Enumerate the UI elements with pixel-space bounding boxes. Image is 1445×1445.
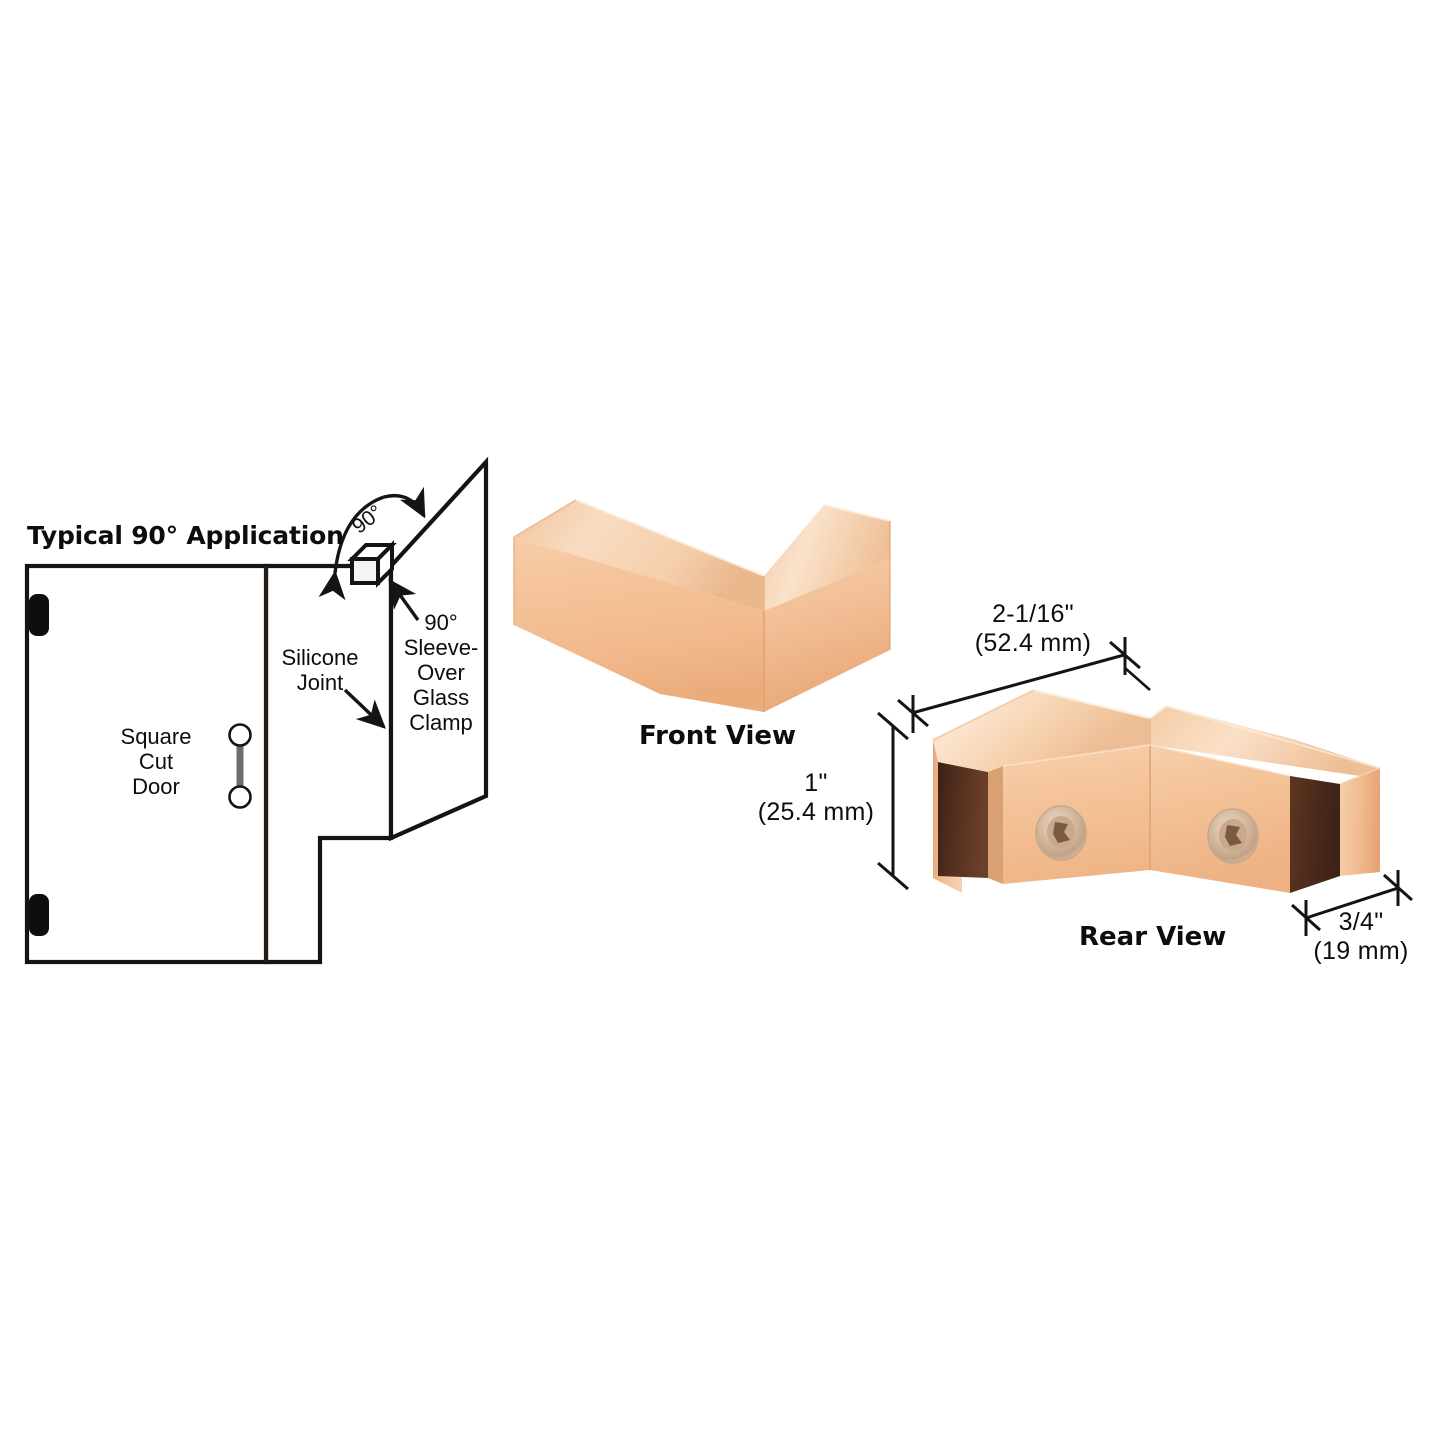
set-screw-left <box>1035 805 1087 861</box>
dimension-width-imperial: 2-1/16" <box>992 600 1074 628</box>
silicone-joint-leader <box>343 688 386 729</box>
dimension-height-imperial: 1" <box>804 769 828 797</box>
rear-view-label: Rear View <box>1079 922 1227 952</box>
dimension-width <box>897 637 1151 733</box>
dimension-width-metric: (52.4 mm) <box>974 629 1092 657</box>
dimension-width-text: 2-1/16"(52.4 mm) <box>933 600 1133 658</box>
clamp-label-line-3: Over <box>417 660 465 685</box>
silicone-label-line-1: Silicone <box>281 645 359 670</box>
door-handle <box>228 723 252 809</box>
clamp-label-line-4: Glass <box>412 685 470 710</box>
dimension-depth-metric: (19 mm) <box>1313 937 1409 965</box>
silicone-label-line-2: Joint <box>296 670 344 695</box>
square-cut-door-outline <box>24 563 269 965</box>
dimension-height-metric: (25.4 mm) <box>757 798 875 826</box>
clamp-label-line-5: Clamp <box>409 710 473 735</box>
dimension-height-text: 1"(25.4 mm) <box>742 769 890 827</box>
return-glass-panel <box>388 456 489 842</box>
dimension-height <box>877 711 909 891</box>
dimension-depth <box>1291 870 1413 936</box>
clamp-label-line-2: Sleeve- <box>403 635 479 660</box>
door-label-line-3: Door <box>132 774 180 799</box>
page-title: Typical 90° Application <box>27 521 344 550</box>
angle-90-indicator <box>318 486 426 601</box>
dimension-depth-imperial: 3/4" <box>1338 908 1384 936</box>
set-screw-right <box>1207 808 1259 864</box>
clamp-label-line-1: 90° <box>424 610 458 635</box>
door-hinge-top <box>29 594 49 636</box>
dimension-depth-text: 3/4"(19 mm) <box>1285 908 1437 966</box>
clamp-callout-leader <box>388 578 420 621</box>
door-label-line-1: Square <box>120 724 192 749</box>
front-view-label: Front View <box>639 721 797 751</box>
door-label-line-2: Cut <box>138 749 174 774</box>
door-hinge-bottom <box>29 894 49 936</box>
corner-clamp-block-icon <box>347 540 397 588</box>
